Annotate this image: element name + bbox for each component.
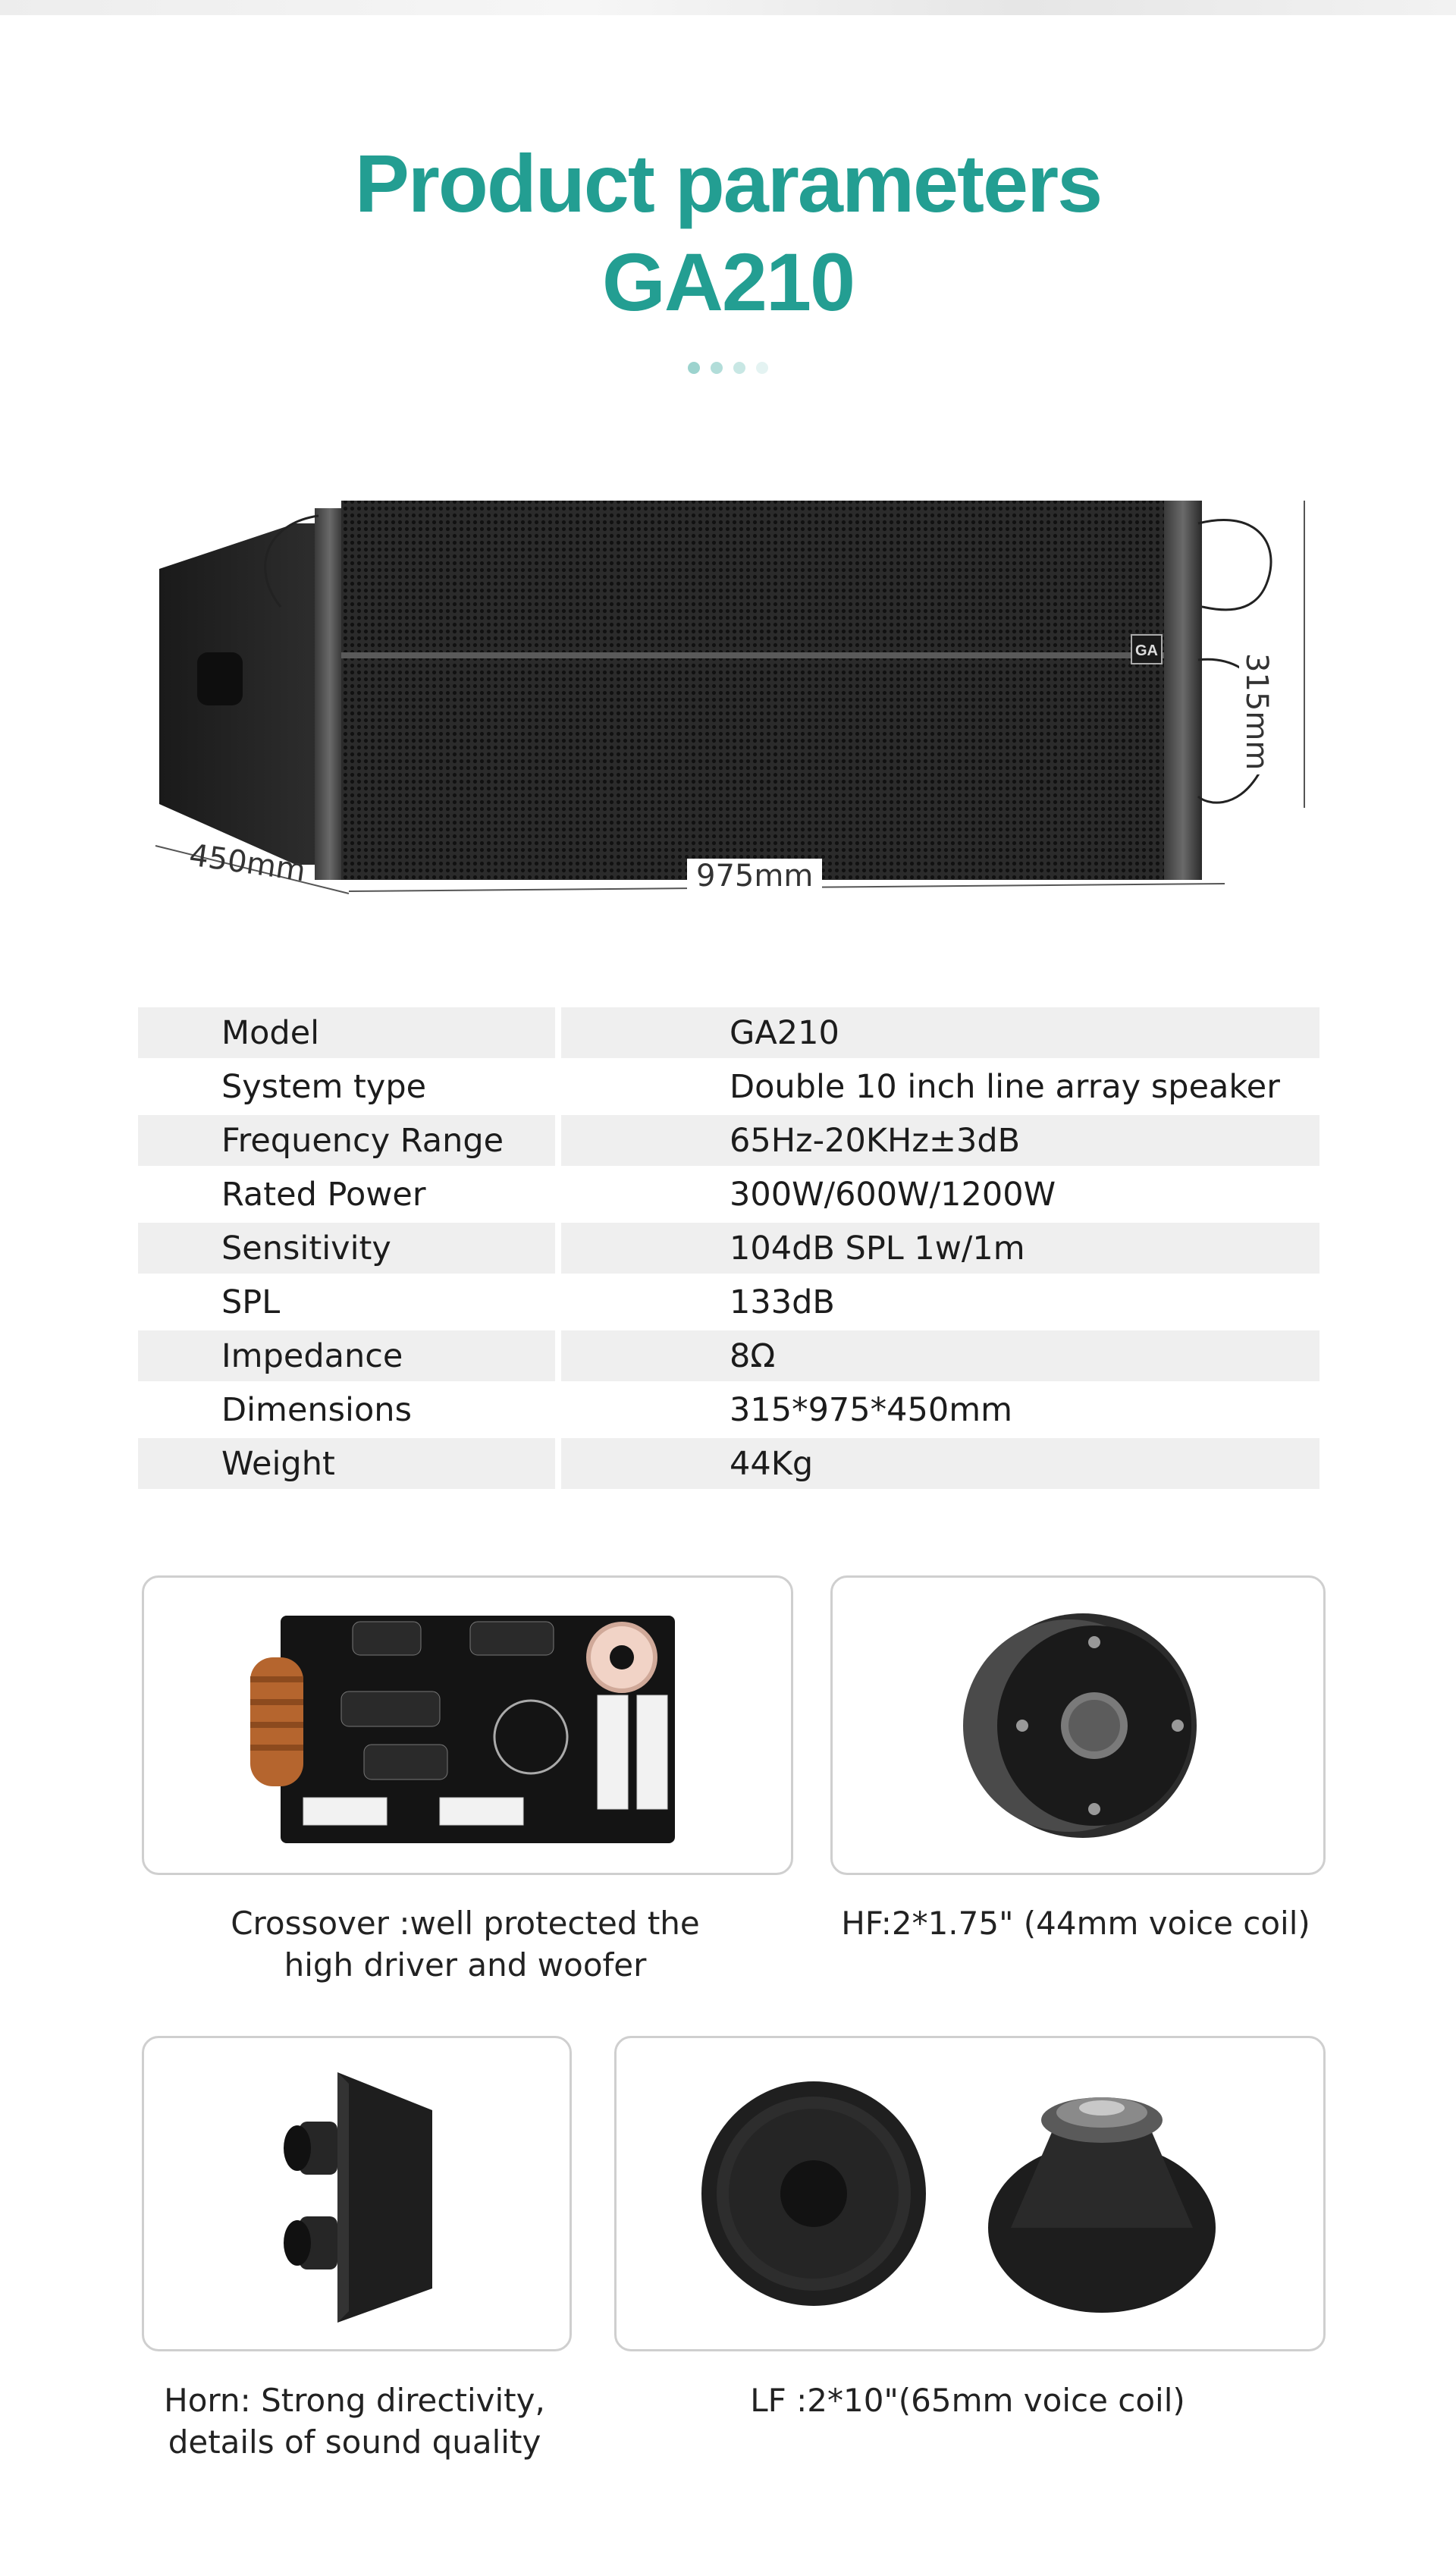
- spec-label: SPL: [221, 1283, 281, 1321]
- spec-value: 300W/600W/1200W: [730, 1175, 1056, 1214]
- hf-compression-driver-image: [963, 1613, 1197, 1838]
- crossover-card: [142, 1575, 793, 1875]
- divider-dot: [711, 362, 723, 374]
- spec-label: Impedance: [138, 1330, 555, 1381]
- horn-waveguide-image: [284, 2072, 432, 2323]
- crossover-caption-line: high driver and woofer: [284, 1946, 647, 1984]
- lf-caption: LF :2*10"(65mm voice coil): [750, 2382, 1185, 2419]
- crossover-board-image: [250, 1616, 675, 1843]
- ceramic-resistor: [439, 1797, 524, 1826]
- ga-logo-text: GA: [1135, 642, 1158, 659]
- spec-label: Frequency Range: [138, 1115, 555, 1166]
- height-label: 315mm: [1239, 649, 1274, 775]
- right-rigging-frame: [1164, 501, 1202, 880]
- spec-row: SPL 133dB: [138, 1275, 1320, 1329]
- woofer-dust-cap: [780, 2160, 847, 2227]
- horn-flare: [337, 2072, 432, 2323]
- left-rigging-frame: [315, 508, 345, 880]
- spec-value: 133dB: [730, 1283, 835, 1321]
- spec-label: Rated Power: [221, 1175, 426, 1214]
- spec-value: 44Kg: [561, 1438, 1320, 1489]
- rigging-cable: [1197, 519, 1272, 611]
- horn-caption: Horn: Strong directivity, details of sou…: [142, 2379, 567, 2463]
- ceramic-resistor: [303, 1797, 388, 1826]
- pcb-marking: [493, 1699, 569, 1775]
- spec-value: 315*975*450mm: [730, 1390, 1012, 1429]
- spec-value: GA210: [561, 1007, 1320, 1058]
- lf-woofer-card: [614, 2036, 1326, 2351]
- horn-card: [142, 2036, 572, 2351]
- crossover-caption: Crossover :well protected the high drive…: [142, 1902, 789, 1986]
- ceramic-resistor: [597, 1695, 629, 1810]
- hf-driver-card: [830, 1575, 1326, 1875]
- divider-dot: [733, 362, 745, 374]
- spec-row: System type Double 10 inch line array spe…: [138, 1060, 1320, 1114]
- crossover-caption-line: Crossover :well protected the: [231, 1905, 700, 1942]
- spec-value: 104dB SPL 1w/1m: [561, 1223, 1320, 1274]
- top-decorative-strip: [0, 0, 1456, 15]
- lf-woofer-image: [701, 2081, 1216, 2313]
- divider-dot: [688, 362, 700, 374]
- capacitor: [363, 1744, 448, 1780]
- spec-value: 8Ω: [561, 1330, 1320, 1381]
- depth-dimension-line: [155, 845, 350, 894]
- capacitor: [469, 1621, 554, 1656]
- spec-row: Rated Power 300W/600W/1200W: [138, 1167, 1320, 1221]
- horn-throat-upper: [300, 2122, 337, 2175]
- divider-dot: [756, 362, 768, 374]
- line-array-speaker-illustration: GA: [155, 501, 1305, 894]
- model-title: GA210: [601, 236, 855, 328]
- horn-throat-lower: [300, 2216, 337, 2269]
- spec-label: System type: [221, 1067, 427, 1106]
- speaker-product-image: GA 315mm 975mm 450mm: [144, 478, 1327, 903]
- horn-caption-line: Horn: Strong directivity,: [164, 2382, 545, 2419]
- capacitor: [340, 1691, 441, 1727]
- grille-divider: [341, 652, 1168, 658]
- hf-caption: HF:2*1.75" (44mm voice coil): [841, 1905, 1310, 1942]
- cabinet-handle: [197, 652, 243, 705]
- front-grille: [341, 501, 1168, 880]
- crossover-pcb: [281, 1616, 675, 1843]
- horn-caption-line: details of sound quality: [168, 2423, 541, 2461]
- section-divider-dots: [0, 362, 1456, 374]
- spec-label: Weight: [138, 1438, 555, 1489]
- spec-label: Dimensions: [221, 1390, 412, 1429]
- width-label: 975mm: [687, 859, 823, 894]
- ceramic-resistor: [636, 1695, 668, 1810]
- ga-logo-badge: [1131, 634, 1163, 664]
- rigging-cable: [264, 514, 319, 608]
- spec-value: Double 10 inch line array speaker: [730, 1067, 1280, 1106]
- spec-row: Dimensions 315*975*450mm: [138, 1383, 1320, 1437]
- spec-label: Sensitivity: [138, 1223, 555, 1274]
- woofer-rear-frame: [1011, 2122, 1193, 2228]
- spec-value: 65Hz-20KHz±3dB: [561, 1115, 1320, 1166]
- capacitor: [352, 1621, 422, 1656]
- spec-label: Model: [138, 1007, 555, 1058]
- page-title: Product parameters: [354, 137, 1103, 229]
